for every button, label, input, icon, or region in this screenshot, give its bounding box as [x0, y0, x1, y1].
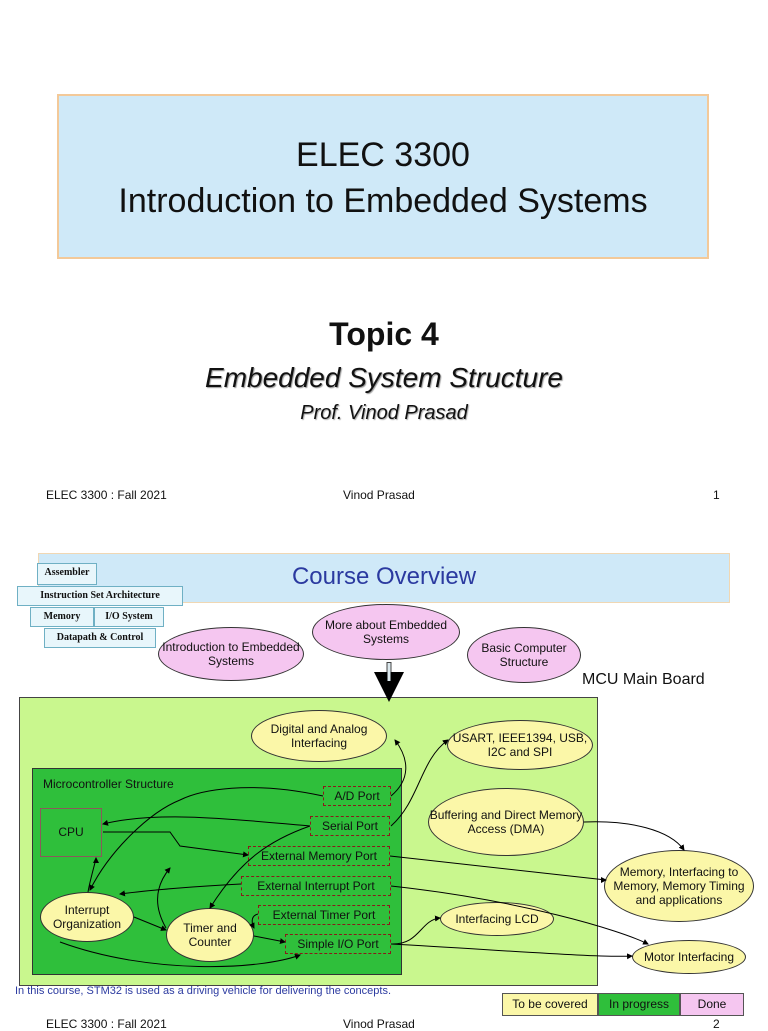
overview-title: Course Overview: [291, 563, 477, 590]
module-motor: Motor Interfacing: [632, 940, 746, 974]
stack-io-system: I/O System: [94, 607, 164, 627]
topic-basic: Basic Computer Structure: [467, 627, 581, 683]
module-memory: Memory, Interfacing to Memory, Memory Ti…: [604, 850, 754, 922]
timer-counter: Timer and Counter: [166, 908, 254, 962]
stack-memory: Memory: [30, 607, 94, 627]
module-digital-analog: Digital and Analog Interfacing: [251, 710, 387, 762]
external-timer-port: External Timer Port: [258, 905, 390, 925]
author-name: Prof. Vinod Prasad: [300, 402, 468, 424]
note-text: In this course, STM32 is used as a drivi…: [15, 985, 392, 997]
course-title: Introduction to Embedded Systems: [118, 182, 648, 220]
stack-isa: Instruction Set Architecture: [17, 586, 183, 606]
external-interrupt-port: External Interrupt Port: [241, 876, 391, 896]
cpu-block: CPU: [40, 808, 102, 857]
interrupt-organization: Interrupt Organization: [40, 892, 134, 942]
course-code: ELEC 3300: [296, 136, 470, 174]
module-lcd: Interfacing LCD: [440, 902, 554, 936]
topic-more: More about Embedded Systems: [312, 604, 460, 660]
module-dma: Buffering and Direct Memory Access (DMA): [428, 788, 584, 856]
mcu-label: Microcontroller Structure: [43, 777, 174, 791]
footer2-page: 2: [713, 1017, 720, 1031]
board-label: MCU Main Board: [582, 671, 705, 688]
stack-datapath: Datapath & Control: [44, 628, 156, 648]
footer2-author: Vinod Prasad: [343, 1017, 415, 1031]
footer-author: Vinod Prasad: [343, 488, 415, 502]
module-usart: USART, IEEE1394, USB, I2C and SPI: [447, 720, 593, 770]
title-box: [57, 94, 709, 259]
topic-heading: Topic 4: [329, 316, 439, 352]
ad-port: A/D Port: [323, 786, 391, 806]
serial-port: Serial Port: [310, 816, 390, 836]
legend-in-progress: In progress: [598, 993, 680, 1016]
simple-io-port: Simple I/O Port: [285, 934, 391, 954]
footer2-course: ELEC 3300 : Fall 2021: [46, 1017, 167, 1031]
topic-subtitle: Embedded System Structure: [205, 362, 563, 393]
stack-assembler: Assembler: [37, 563, 97, 585]
legend-to-be-covered: To be covered: [502, 993, 598, 1016]
footer-course: ELEC 3300 : Fall 2021: [46, 488, 167, 502]
footer-page: 1: [713, 488, 720, 502]
topic-intro: Introduction to Embedded Systems: [158, 627, 304, 681]
legend-done: Done: [680, 993, 744, 1016]
